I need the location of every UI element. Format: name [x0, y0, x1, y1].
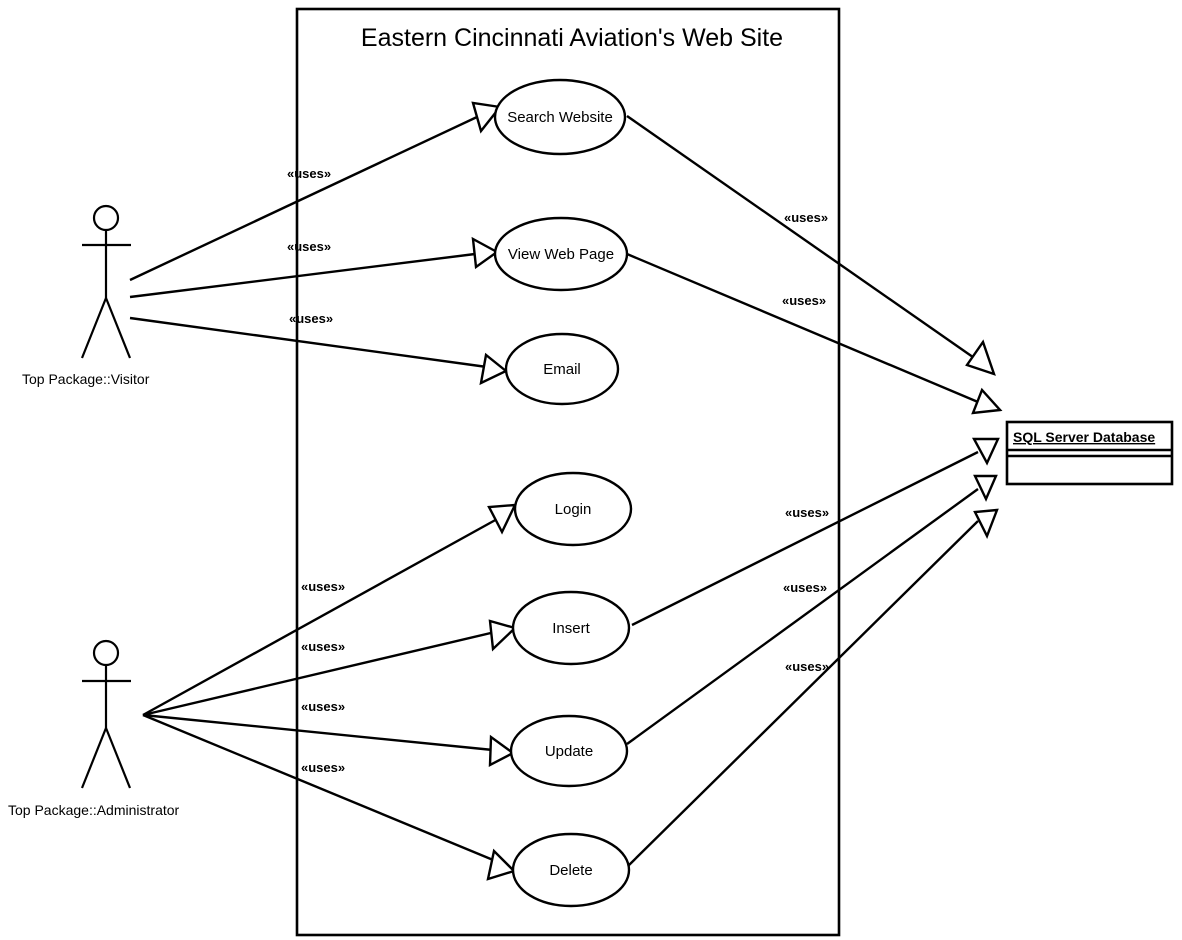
stereotype-label: «uses» [301, 639, 345, 654]
use-case-email: Email [504, 332, 620, 406]
sql-server-database: SQL Server Database [1005, 420, 1174, 486]
administrator-label: Top Package::Administrator [8, 802, 180, 818]
use-case-view-web-page: View Web Page [493, 216, 629, 292]
stereotype-label: «uses» [784, 210, 828, 225]
stereotype-label: «uses» [782, 293, 826, 308]
use-case-label: Update [545, 743, 593, 760]
system-title: Eastern Cincinnati Aviation's Web Site [361, 24, 783, 52]
administrator-associations [142, 516, 500, 864]
arrowheads [471, 101, 1003, 881]
use-case-login: Login [513, 471, 633, 547]
use-case-delete: Delete [511, 832, 631, 908]
stereotype-label: «uses» [287, 166, 331, 181]
database-associations [626, 115, 981, 868]
stereotype-label: «uses» [301, 760, 345, 775]
use-case-label: Search Website [507, 109, 613, 126]
system-boundary [295, 7, 841, 937]
stereotype-labels: «uses» «uses» «uses» «uses» «uses» «uses… [287, 166, 829, 775]
visitor-label: Top Package::Visitor [22, 371, 150, 387]
use-case-label: View Web Page [508, 246, 614, 263]
stereotype-label: «uses» [289, 311, 333, 326]
visitor-actor [80, 204, 132, 359]
stereotype-label: «uses» [785, 659, 829, 674]
use-case-label: Login [555, 501, 592, 518]
use-case-update: Update [509, 714, 629, 788]
stereotype-label: «uses» [301, 579, 345, 594]
use-case-label: Email [543, 361, 581, 378]
use-case-insert: Insert [511, 590, 631, 666]
use-case-label: Insert [552, 620, 590, 637]
visitor-associations [129, 115, 488, 369]
use-case-label: Delete [549, 862, 592, 879]
administrator-actor [80, 639, 132, 789]
use-case-search-website: Search Website [493, 78, 627, 156]
stereotype-label: «uses» [301, 699, 345, 714]
stereotype-label: «uses» [287, 239, 331, 254]
stereotype-label: «uses» [785, 505, 829, 520]
database-label: SQL Server Database [1013, 429, 1155, 445]
stereotype-label: «uses» [783, 580, 827, 595]
